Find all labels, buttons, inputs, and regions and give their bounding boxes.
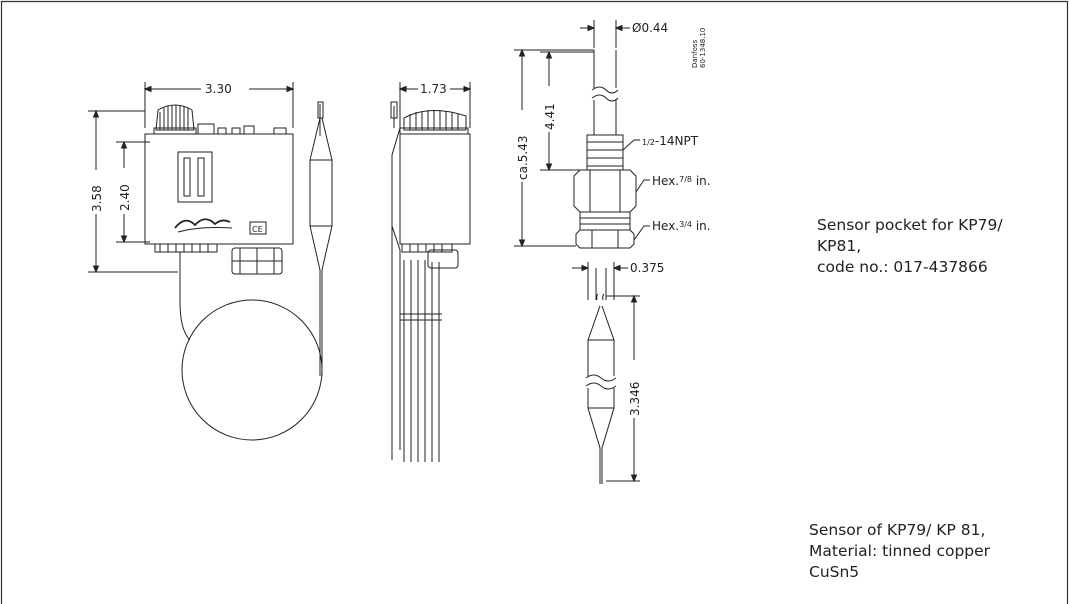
svg-text:CE: CE [252,225,263,234]
dimension-044: Ø0.44 [580,20,668,48]
svg-text:Hex.3/4 in.: Hex.3/4 in. [652,219,711,233]
svg-text:3.30: 3.30 [205,82,232,96]
svg-text:3.346: 3.346 [628,382,642,416]
dimension-441: 4.41 [540,50,594,172]
note-sensor-line3: CuSn5 [809,563,860,581]
note-sensor: Sensor of KP79/ KP 81, Material: tinned … [809,520,990,583]
sensor-probe: 0.375 3.346 [572,261,664,484]
front-body [144,133,294,245]
note-sensor-line2: Material: tinned copper [809,542,991,560]
dimension-330: 3.30 [143,82,295,128]
danfoss-logo [174,218,233,233]
side-body [399,133,471,245]
dimension-173: 1.73 [398,82,472,128]
svg-text:60-1348.10: 60-1348.10 [699,28,707,68]
drawing-code-ref: Danfoss 60-1348.10 [691,28,707,68]
svg-text:1/2-14NPT: 1/2-14NPT [642,134,699,148]
note-sensor-pocket: Sensor pocket for KP79/ KP81, code no.: … [817,215,1003,278]
setting-knob [153,104,197,135]
svg-text:Hex.7/8 in.: Hex.7/8 in. [652,174,711,188]
ce-mark: CE [249,221,267,235]
scale-window [177,151,213,203]
note-sensor-line1: Sensor of KP79/ KP 81, [809,521,986,539]
svg-text:2.40: 2.40 [118,184,132,211]
note-pocket-line2: KP81, [817,237,862,255]
dimension-0375: 0.375 [572,261,664,300]
svg-text:1.73: 1.73 [420,82,447,96]
svg-text:Ø0.44: Ø0.44 [632,21,668,35]
capillary-coil [181,299,323,441]
dimension-358: 3.58 [88,109,178,274]
dimension-543: ca.5.43 [514,48,594,248]
sensor-bulb [309,101,333,376]
connection-nut [231,247,283,275]
hex-large [573,169,637,213]
note-pocket-line1: Sensor pocket for KP79/ [817,216,1003,234]
capillary-bundle [403,260,440,462]
note-pocket-line3: code no.: 017-437866 [817,258,988,276]
svg-text:4.41: 4.41 [543,103,557,130]
svg-text:ca.5.43: ca.5.43 [516,136,530,180]
svg-text:Danfoss: Danfoss [691,39,699,68]
front-view: CE [88,82,333,441]
side-view: 1.73 [390,82,472,462]
svg-text:3.58: 3.58 [90,185,104,212]
svg-text:0.375: 0.375 [630,261,664,275]
sensor-pocket: Ø0.44 4.41 ca.5.43 1/2-14NPT [514,20,711,249]
dimension-240: 2.40 [116,140,150,244]
hex-small [575,229,635,249]
dimension-3346: 3.346 [606,294,642,483]
